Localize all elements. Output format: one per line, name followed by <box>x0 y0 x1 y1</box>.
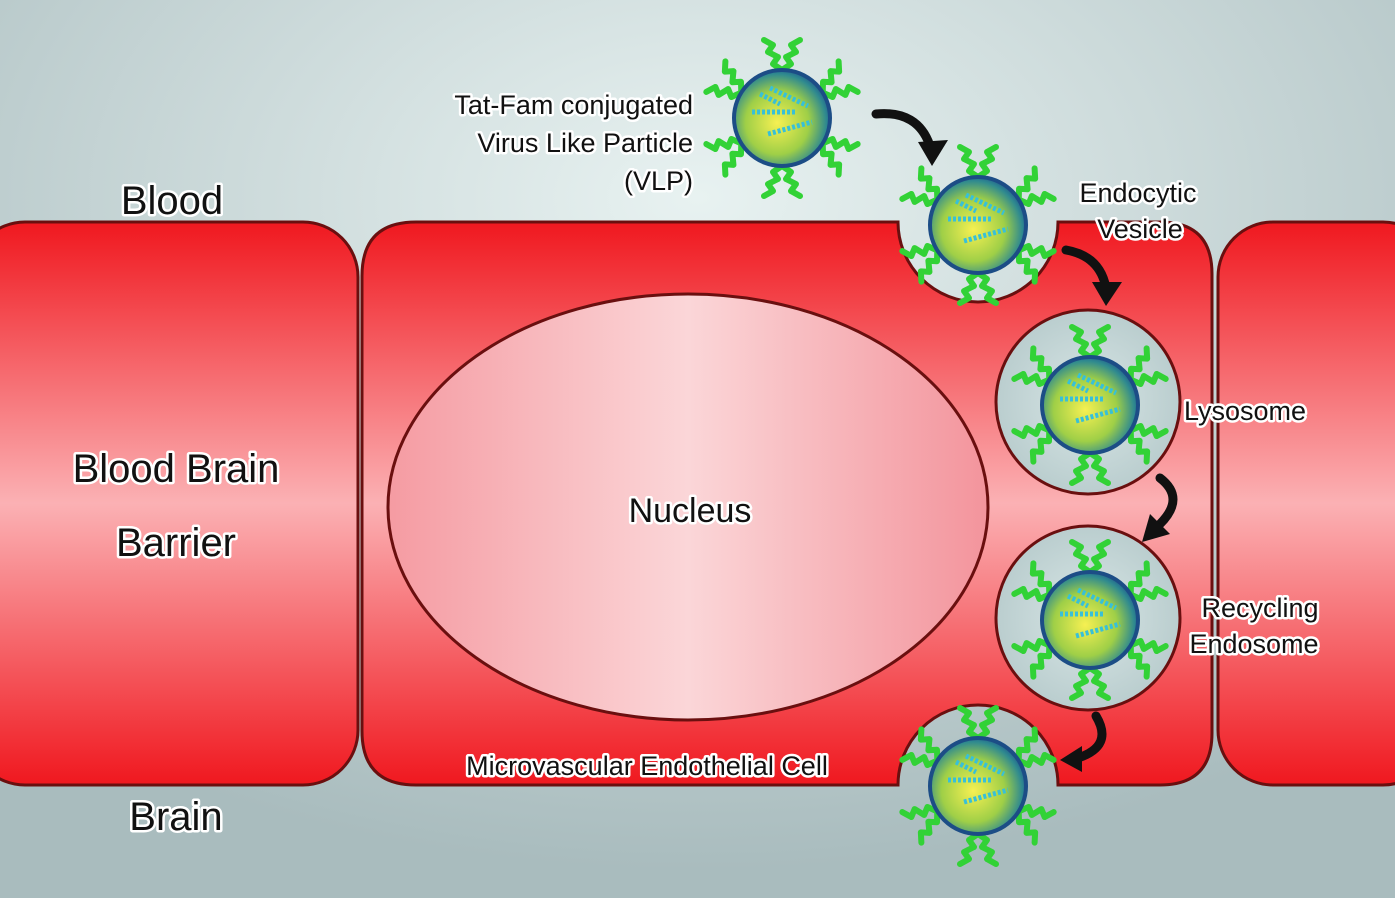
arrow-to-brain <box>1073 711 1107 763</box>
recycling-label-line2: Endosome <box>1189 629 1318 659</box>
endocytic-label-line2: Vesicle <box>1097 214 1183 244</box>
bbb-label-line2: Barrier <box>116 521 236 565</box>
endocytic-label-line1: Endocytic <box>1079 178 1196 208</box>
arrowhead-4 <box>1060 746 1082 772</box>
vlp-label-line3: (VLP) <box>624 166 693 196</box>
arrow-to-endocytic-vesicle <box>871 109 935 151</box>
arrowhead-1 <box>918 140 948 166</box>
vlp-label-line1: Tat-Fam conjugated <box>454 90 693 120</box>
lysosome-label: Lysosome <box>1184 396 1306 426</box>
left-endothelial-cell <box>0 220 360 787</box>
arrow-to-recycling-endosome <box>1155 473 1178 529</box>
right-endothelial-cell <box>1216 220 1395 787</box>
arrowhead-3 <box>1142 514 1170 542</box>
nucleus-label: Nucleus <box>629 492 752 530</box>
cell-label: Microvascular Endothelial Cell <box>466 751 828 781</box>
blood-label: Blood <box>121 179 223 223</box>
nucleus <box>386 292 990 722</box>
bbb-label-line1: Blood Brain <box>73 447 280 491</box>
vlp-label-line2: Virus Like Particle <box>477 128 693 158</box>
recycling-label-line1: Recycling <box>1201 593 1318 623</box>
arrow-heads <box>918 140 1170 772</box>
brain-label: Brain <box>129 795 222 839</box>
arrowhead-2 <box>1092 282 1122 306</box>
